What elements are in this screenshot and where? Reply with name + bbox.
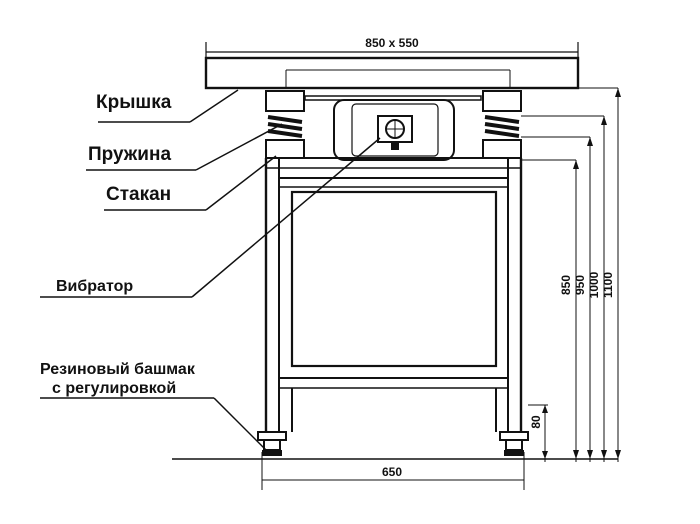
rubber-foot-right	[499, 431, 529, 456]
dimension-1000: 1000	[587, 271, 601, 298]
stand-frame	[264, 157, 523, 432]
label-rubber-foot-line2: с регулировкой	[52, 380, 176, 397]
top-dimension: 850 x 550	[205, 36, 579, 58]
dimension-650: 650	[382, 465, 402, 479]
dimension-850x550: 850 x 550	[365, 36, 419, 50]
leader-lines	[40, 89, 381, 453]
rubber-foot-left	[257, 431, 287, 456]
spring-assembly-left	[265, 90, 305, 159]
label-cup: Стакан	[106, 184, 171, 205]
dimension-850: 850	[559, 275, 573, 295]
dimension-80: 80	[529, 415, 543, 429]
label-vibrator: Вибратор	[56, 278, 133, 295]
label-rubber-foot-line1: Резиновый башмак	[40, 361, 196, 378]
spring-assembly-right	[482, 90, 522, 159]
vibrator	[304, 95, 482, 161]
dimension-950: 950	[573, 275, 587, 295]
dimension-1100: 1100	[601, 272, 615, 298]
label-spring: Пружина	[88, 144, 171, 165]
lid	[204, 56, 580, 90]
label-lid: Крышка	[96, 92, 172, 113]
height-dimensions: 850 950 1000 1100 80	[521, 87, 621, 462]
bottom-dimension: 650	[261, 452, 525, 490]
